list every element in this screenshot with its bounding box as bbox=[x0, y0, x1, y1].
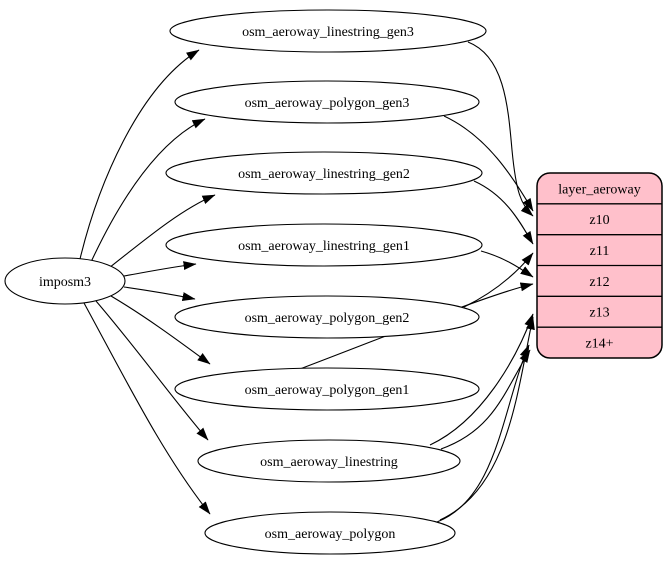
table-label: osm_aeroway_linestring bbox=[260, 455, 398, 470]
table-ellipse bbox=[169, 9, 487, 53]
node-osm_aeroway_polygon_gen2: osm_aeroway_polygon_gen2 bbox=[174, 295, 480, 339]
node-layer_aeroway: layer_aeroway z10 z11 z12 z13 z14+ bbox=[536, 172, 663, 359]
table-label: osm_aeroway_polygon_gen1 bbox=[245, 383, 410, 398]
node-osm_aeroway_linestring: osm_aeroway_linestring bbox=[197, 439, 461, 483]
node-osm_aeroway_polygon_gen3: osm_aeroway_polygon_gen3 bbox=[174, 80, 480, 124]
edges-from-imposm3 bbox=[79, 49, 216, 515]
table-ellipse bbox=[204, 511, 456, 555]
imposm3-ellipse bbox=[4, 257, 126, 305]
row-z10: z10 bbox=[589, 213, 609, 228]
edge-osm_aeroway_linestring_gen3-to-z10 bbox=[467, 41, 534, 217]
edge-imposm3-to-osm_aeroway_polygon_gen2 bbox=[123, 286, 196, 301]
node-osm_aeroway_linestring_gen2: osm_aeroway_linestring_gen2 bbox=[165, 151, 483, 195]
table-label: osm_aeroway_linestring_gen3 bbox=[242, 25, 414, 40]
node-imposm3: imposm3 bbox=[4, 257, 126, 305]
edge-osm_aeroway_linestring_gen2-to-z11 bbox=[473, 180, 534, 245]
edge-imposm3-to-osm_aeroway_linestring_gen3 bbox=[79, 49, 200, 260]
table-ellipse bbox=[165, 151, 483, 195]
table-ellipse bbox=[174, 367, 480, 411]
node-osm_aeroway_linestring_gen3: osm_aeroway_linestring_gen3 bbox=[169, 9, 487, 53]
node-osm_aeroway_polygon_gen1: osm_aeroway_polygon_gen1 bbox=[174, 367, 480, 411]
edge-osm_aeroway_linestring_gen1-to-z12 bbox=[480, 250, 534, 278]
table-ellipse bbox=[197, 439, 461, 483]
table-label: osm_aeroway_polygon_gen3 bbox=[245, 96, 410, 111]
layer-aeroway-header: layer_aeroway bbox=[558, 182, 640, 197]
edge-imposm3-to-osm_aeroway_polygon_gen3 bbox=[90, 118, 206, 263]
row-z13: z13 bbox=[589, 306, 609, 321]
edge-imposm3-to-osm_aeroway_linestring_gen2 bbox=[108, 194, 216, 269]
edge-imposm3-to-osm_aeroway_linestring_gen1 bbox=[123, 261, 197, 277]
row-z12: z12 bbox=[589, 275, 609, 290]
table-label: osm_aeroway_polygon_gen2 bbox=[245, 311, 410, 326]
table-ellipse bbox=[174, 80, 480, 124]
table-nodes: osm_aeroway_linestring_gen3 osm_aeroway_… bbox=[165, 9, 487, 555]
node-osm_aeroway_linestring_gen1: osm_aeroway_linestring_gen1 bbox=[165, 223, 483, 267]
table-ellipse bbox=[174, 295, 480, 339]
edge-osm_aeroway_polygon-to-z14plus bbox=[436, 344, 530, 523]
row-z14plus: z14+ bbox=[585, 337, 613, 352]
edge-osm_aeroway_polygon_gen3-to-z10 bbox=[443, 115, 534, 212]
edge-imposm3-to-osm_aeroway_polygon_gen1 bbox=[110, 295, 211, 365]
imposm3-label: imposm3 bbox=[39, 275, 91, 290]
table-label: osm_aeroway_linestring_gen2 bbox=[238, 167, 410, 182]
table-ellipse bbox=[165, 223, 483, 267]
edge-osm_aeroway_linestring-to-z13 bbox=[429, 313, 534, 446]
row-z11: z11 bbox=[590, 244, 610, 259]
node-osm_aeroway_polygon: osm_aeroway_polygon bbox=[204, 511, 456, 555]
edge-osm_aeroway_polygon_gen2-to-z11 bbox=[463, 252, 534, 308]
table-label: osm_aeroway_linestring_gen1 bbox=[238, 239, 410, 254]
table-label: osm_aeroway_polygon bbox=[265, 527, 396, 542]
edge-imposm3-to-osm_aeroway_linestring bbox=[95, 300, 209, 441]
edge-imposm3-to-osm_aeroway_polygon bbox=[83, 302, 211, 515]
